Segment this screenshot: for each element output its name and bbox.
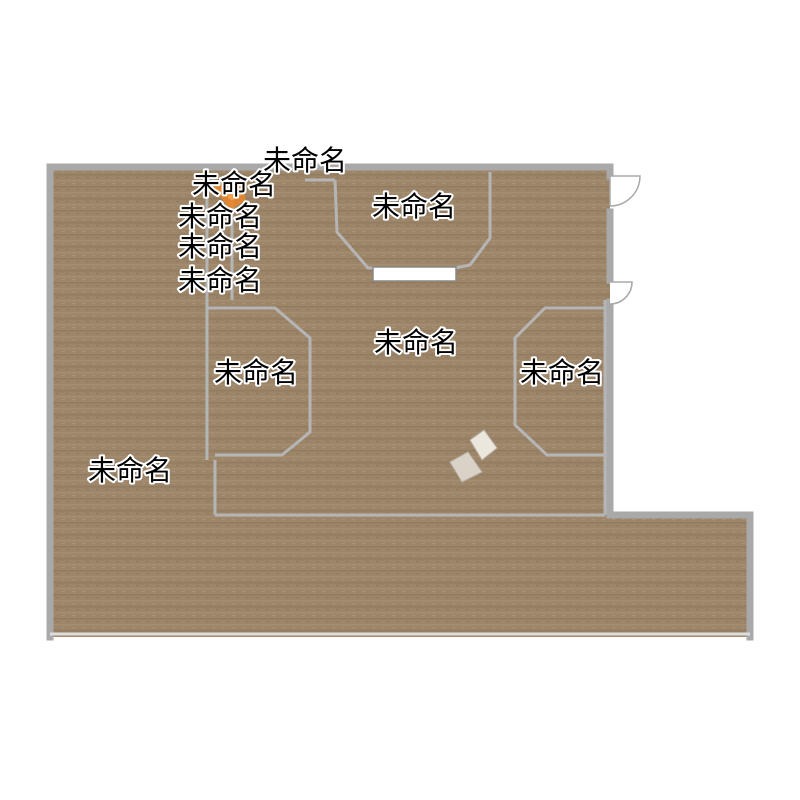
outer-walls: [46, 163, 754, 641]
room-label-bay-top: 未命名: [372, 190, 456, 223]
room-label-small-1: 未命名: [192, 168, 276, 201]
room-label-small-2: 未命名: [178, 200, 262, 233]
room-label-center: 未命名: [374, 326, 458, 359]
lamp-icon: [213, 182, 246, 210]
door-east[interactable]: [609, 281, 633, 305]
floor-area: [50, 167, 750, 637]
room-label-bay-left: 未命名: [214, 356, 298, 389]
door-north[interactable]: [609, 175, 641, 207]
room-label-bay-right: 未命名: [520, 356, 604, 389]
interior-walls: [205, 172, 607, 517]
room-label-small-3: 未命名: [178, 230, 262, 263]
room-label-west: 未命名: [88, 454, 172, 487]
armchair-icon: [449, 429, 498, 483]
window-opening: [372, 266, 457, 282]
room-label-small-4: 未命名: [178, 264, 262, 297]
room-label-top: 未命名: [263, 144, 347, 177]
